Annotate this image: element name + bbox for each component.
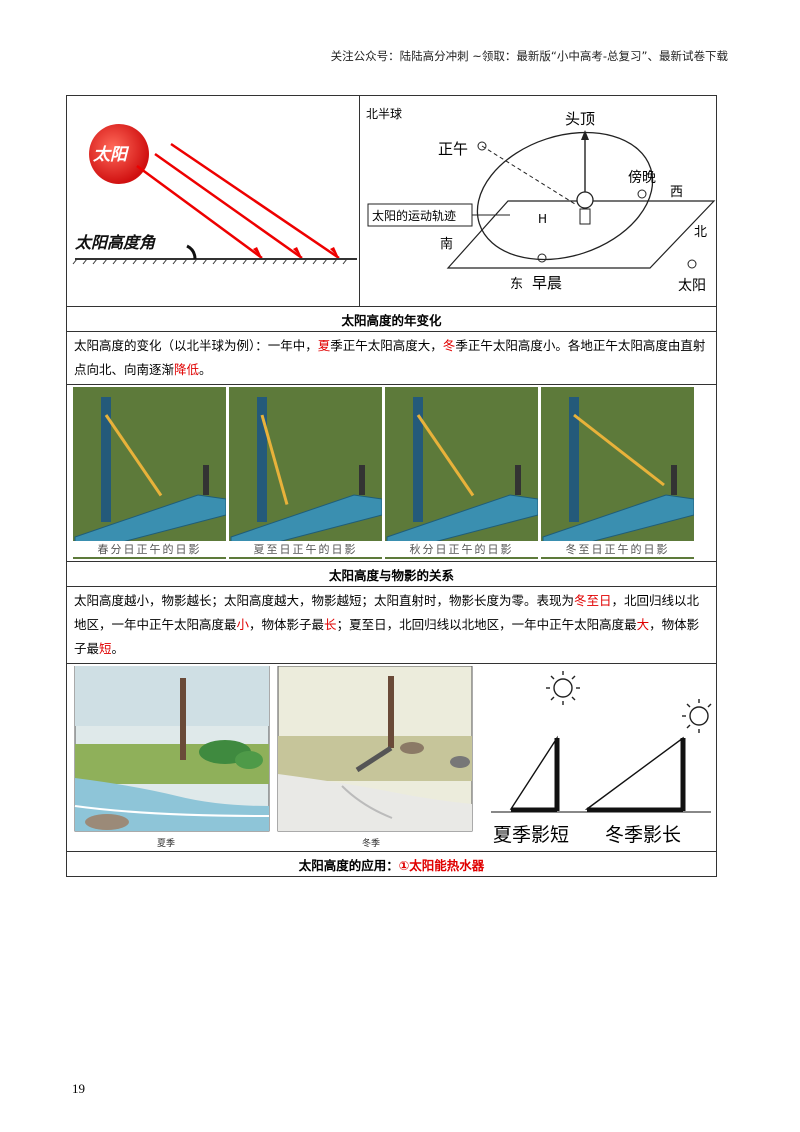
shadow-photo: 夏至日正午的日影	[229, 387, 382, 559]
summer-shadow-label: 夏季影短	[493, 824, 569, 846]
sun-ray	[104, 414, 163, 497]
figure-row: 太阳	[66, 95, 717, 307]
summer-caption: 夏季	[157, 837, 175, 849]
sun-ray	[260, 414, 289, 505]
photo-caption: 秋分日正午的日影	[385, 541, 538, 557]
winter-caption: 冬季	[362, 837, 380, 849]
sun-altitude-figure: 太阳	[72, 124, 357, 265]
west-label: 西	[670, 185, 683, 200]
shadow-photo: 冬至日正午的日影	[541, 387, 694, 559]
winter-picture: 冬季	[277, 666, 473, 849]
sun-label: 太阳	[92, 145, 130, 165]
sun-ray	[573, 413, 665, 487]
section1-text: 太阳高度的变化（以北半球为例）：一年中，夏季正午太阳高度大，冬季正午太阳高度小。…	[66, 331, 717, 385]
angle-arc	[186, 244, 197, 260]
summer-sun-icon	[546, 671, 580, 705]
photo-caption: 夏至日正午的日影	[229, 541, 382, 557]
angle-label: 太阳高度角	[74, 233, 156, 252]
zenith-label: 头顶	[565, 110, 595, 128]
section2-text: 太阳高度越小，物影越长；太阳高度越大，物影越短；太阳直射时，物影长度为零。表现为…	[66, 586, 717, 664]
sun-path-figure: 北半球 头顶 正午 H 傍晚 西 北 南	[359, 96, 716, 306]
summer-picture: 夏季	[74, 666, 270, 849]
shadow-diagram: 夏季影短 冬季影长	[491, 671, 712, 846]
morning-label: 早晨	[532, 274, 562, 292]
noon-label: 正午	[438, 140, 468, 158]
page-number: 19	[72, 1081, 85, 1096]
east-label: 东	[510, 277, 523, 292]
sun-cut-label: 太阳	[678, 278, 706, 294]
photo-caption: 冬至日正午的日影	[541, 541, 694, 557]
noon-sun-icon	[477, 141, 487, 151]
sun-ray	[416, 414, 475, 497]
section1-heading: 太阳高度的年变化	[66, 306, 717, 332]
morning-sun-icon	[537, 253, 547, 263]
winter-shadow-label: 冬季影长	[605, 824, 681, 846]
shadow-photo: 秋分日正午的日影	[385, 387, 538, 559]
evening-sun-icon	[637, 189, 647, 199]
winter-sun-icon	[682, 699, 712, 733]
sun-icon	[89, 124, 149, 184]
north-label: 北	[694, 225, 707, 240]
section2-heading: 太阳高度与物影的关系	[66, 561, 717, 587]
shadow-photo: 春分日正午的日影	[73, 387, 226, 559]
h-label: H	[538, 212, 547, 226]
section3-heading: 太阳高度的应用：①太阳能热水器	[66, 851, 717, 877]
header-note: 关注公众号：陆陆高分冲刺 ~领取：最新版“小中高考-总复习”、最新试卷下载	[330, 49, 728, 63]
evening-label: 傍晚	[628, 169, 656, 186]
photos-row: 春分日正午的日影夏至日正午的日影秋分日正午的日影冬至日正午的日影	[66, 384, 717, 562]
photo-caption: 春分日正午的日影	[73, 541, 226, 557]
south-label: 南	[440, 236, 453, 252]
hemisphere-label: 北半球	[366, 107, 402, 121]
seasons-row: 夏季 冬季	[66, 663, 717, 852]
sun-path-label: 太阳的运动轨迹	[372, 208, 456, 223]
content-table: 太阳	[66, 95, 717, 877]
